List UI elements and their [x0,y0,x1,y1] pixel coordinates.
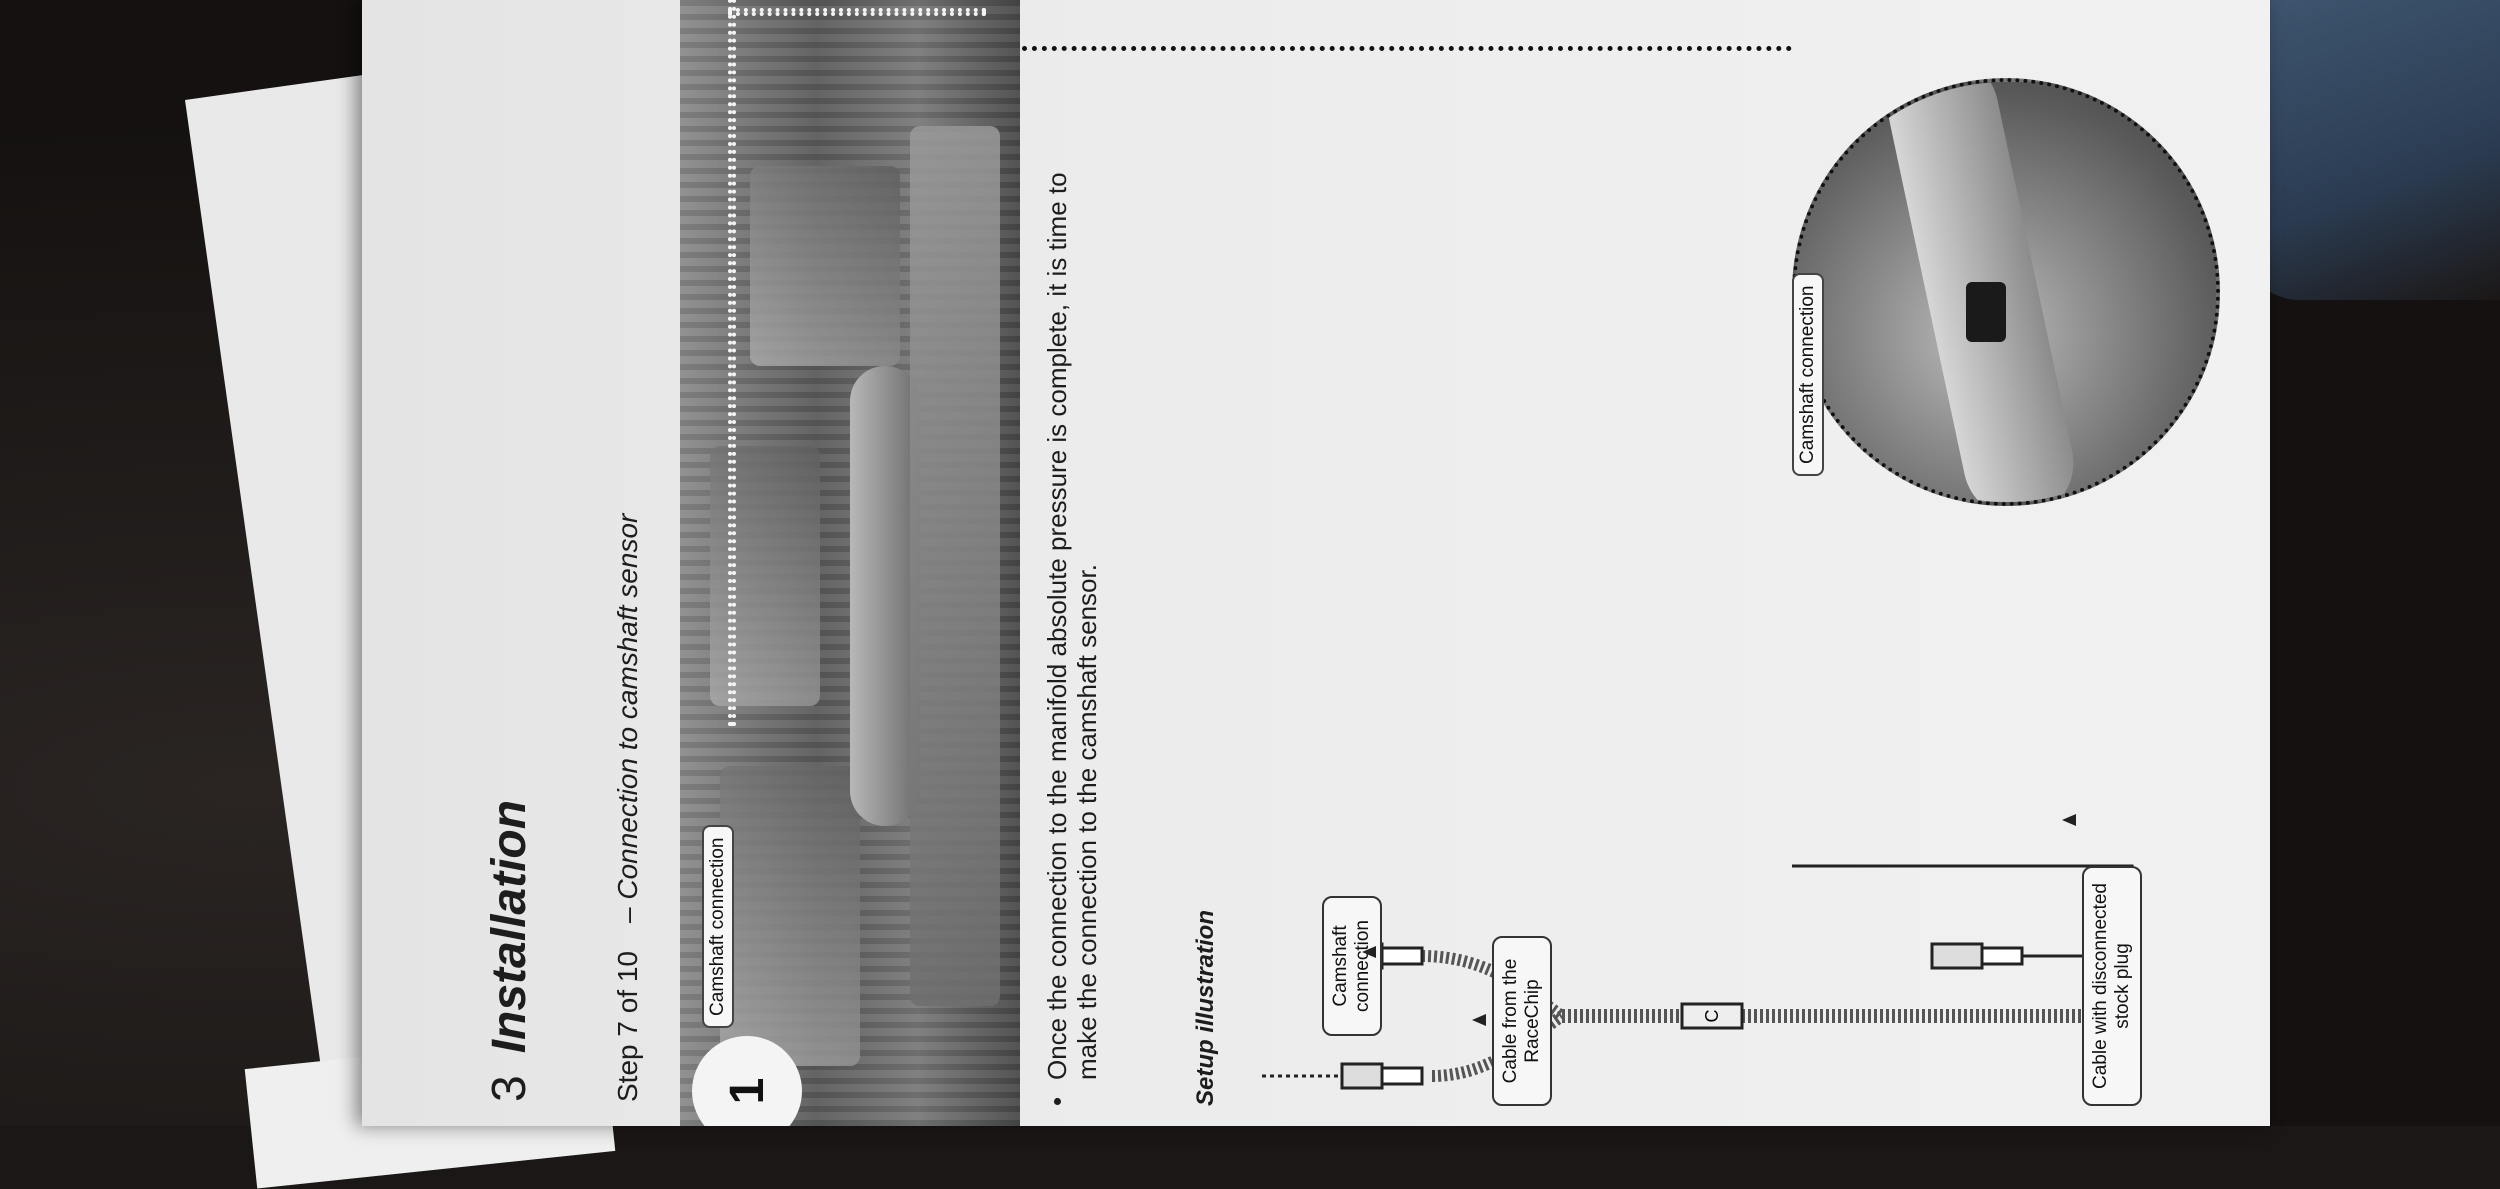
connector-right-body [1380,946,1424,966]
setup-illustration-title: Setup illustration [1192,909,1219,1106]
detail-plug [1966,282,2006,342]
arrow-up-icon [1362,946,1376,958]
camshaft-detail-circle [1792,78,2220,506]
section-heading: 3 Installation [482,800,537,1102]
dotted-outline [728,0,736,726]
callout-dotted-line [1022,46,1792,51]
section-title: Installation [483,799,536,1054]
dotted-outline-vertical [728,8,986,16]
cable-racechip-label: Cable from the RaceChip [1492,936,1552,1106]
diagram-camshaft-label: Camshaft connection [1322,896,1382,1036]
step-heading: Step 7 of 10 – Connection to camshaft sen… [612,514,644,1102]
step-title: – Connection to camshaft sensor [612,513,643,923]
cable-stock-label: Cable with disconnected stock plug [2082,866,2142,1106]
arrow-up-icon [1472,1014,1486,1026]
connector-left [1340,1062,1384,1090]
description-text: Once the connection to the manifold abso… [1042,172,1102,1080]
stock-plug-body [1980,946,2024,966]
manual-page: 3 Installation Step 7 of 10 – Connection t… [362,0,2270,1126]
step-counter: Step 7 of 10 [612,950,643,1102]
connector-left-body [1380,1066,1424,1086]
connector-letter: C [1702,1010,1722,1023]
battery-box [750,166,900,366]
section-number: 3 [483,1075,536,1102]
page-content: 3 Installation Step 7 of 10 – Connection t… [362,0,2270,1126]
detail-camshaft-tag: Camshaft connection [1792,273,1824,476]
air-filter-box [710,446,820,706]
jeans-background [2240,0,2500,300]
engine-cover [720,766,860,1066]
bullet: • [1042,1096,1072,1106]
intercooler-pipe [910,126,1000,1006]
arrow-up-icon [2062,814,2076,826]
photo-camshaft-tag: Camshaft connection [702,825,734,1028]
stock-plug [1930,942,1984,970]
inline-connector [1680,1002,1744,1030]
